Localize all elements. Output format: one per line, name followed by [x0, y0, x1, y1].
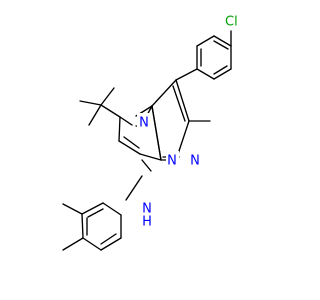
- bond: [196, 35, 215, 47]
- n8-label: N: [167, 154, 177, 169]
- chlorine-label-background: [223, 14, 241, 30]
- n4-label-background: [137, 113, 151, 131]
- amine-hydrogen-label: H: [142, 215, 152, 230]
- bond: [123, 136, 140, 149]
- bond: [82, 237, 102, 251]
- n1-label: N: [190, 154, 200, 169]
- bond: [139, 153, 162, 161]
- bond: [213, 65, 228, 75]
- bond: [81, 202, 104, 215]
- n4-label: N: [139, 116, 149, 131]
- bond: [175, 68, 198, 81]
- bond: [213, 68, 232, 80]
- bond: [81, 213, 84, 239]
- chlorine-label: Cl: [225, 15, 238, 30]
- bond: [125, 175, 143, 201]
- bond: [100, 87, 115, 106]
- bond: [62, 203, 83, 215]
- bond: [213, 40, 229, 50]
- bond: [118, 140, 141, 155]
- bond: [196, 68, 215, 80]
- amine-nitrogen-label: N: [142, 202, 152, 217]
- amine-label-background: [140, 200, 154, 228]
- bond: [102, 202, 122, 216]
- bond-lines: [62, 30, 232, 251]
- bond: [87, 208, 104, 218]
- bond: [172, 85, 186, 122]
- bond: [62, 237, 84, 251]
- bond: [151, 105, 162, 161]
- bond: [213, 35, 232, 47]
- n8-label-background: [166, 151, 179, 169]
- bond: [88, 104, 102, 126]
- bond: [119, 116, 133, 126]
- bond: [100, 237, 122, 251]
- chemical-structure: Cl N N N N H: [62, 14, 241, 251]
- bond: [141, 159, 152, 172]
- bond: [100, 104, 121, 118]
- bond: [118, 116, 121, 142]
- atom-labels: Cl N N N N H: [137, 14, 241, 230]
- bond: [175, 79, 190, 122]
- n1-label-background: [189, 151, 202, 169]
- bond: [151, 79, 177, 107]
- bond: [100, 233, 117, 245]
- bond: [79, 100, 102, 106]
